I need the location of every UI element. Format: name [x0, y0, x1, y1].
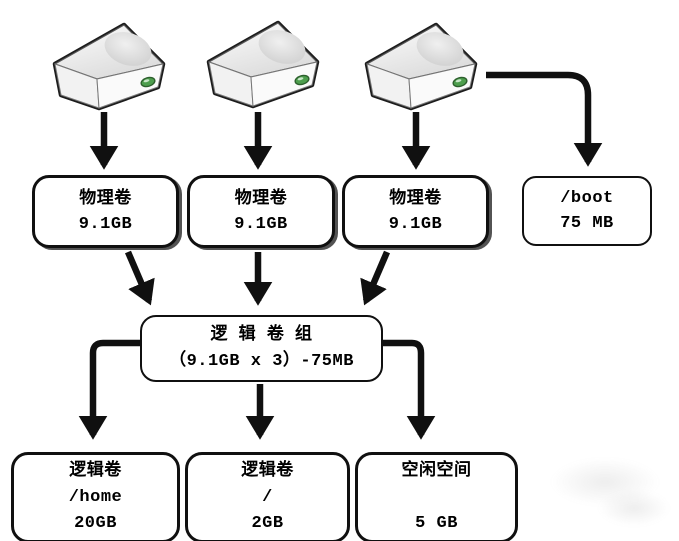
box-line: 2GB [251, 513, 284, 533]
disk-led-icon [452, 76, 468, 88]
box-line: 物理卷 [79, 189, 132, 209]
box-line: /boot [560, 189, 614, 208]
box-line: 物理卷 [389, 189, 442, 209]
disk-led-icon [140, 76, 156, 88]
arrow-pv3-to-vg [360, 250, 390, 306]
arrow-vg-to-home [78, 339, 141, 440]
box-line: 9.1GB [234, 214, 288, 234]
physical-volume-box-3: 物理卷 9.1GB [342, 175, 489, 248]
disk-led-icon [294, 74, 310, 86]
box-line: 9.1GB [388, 214, 443, 234]
box-line: 逻辑卷 [241, 461, 294, 481]
hard-disk-icon [364, 22, 478, 111]
box-line: 20GB [74, 513, 117, 533]
physical-volume-box-2: 物理卷 9.1GB [187, 175, 335, 248]
arrow-disk3-to-boot [486, 71, 603, 167]
box-line: 空闲空间 [401, 461, 472, 481]
boot-partition-box: /boot 75 MB [522, 176, 652, 246]
arrow-vg-to-free [378, 339, 436, 440]
free-space-box: 空闲空间 5 GB [355, 452, 518, 541]
box-line: 5 GB [415, 513, 458, 533]
box-line: 9.1GB [78, 214, 133, 234]
box-line: 逻 辑 卷 组 [210, 325, 313, 345]
box-line: 75 MB [560, 214, 614, 233]
watermark-artifact [598, 490, 670, 526]
watermark-artifact [550, 458, 660, 506]
box-line: 物理卷 [234, 189, 288, 209]
logical-volume-root-box: 逻辑卷 / 2GB [185, 452, 350, 541]
box-line: / [262, 487, 273, 507]
physical-volume-box-1: 物理卷 9.1GB [32, 175, 179, 248]
box-line: 逻辑卷 [69, 461, 122, 481]
arrow-pv1-to-vg [125, 250, 155, 306]
box-line: /home [68, 487, 123, 507]
volume-group-box: 逻 辑 卷 组 （9.1GB x 3）-75MB [140, 315, 383, 382]
hard-disk-icon [52, 22, 166, 111]
logical-volume-home-box: 逻辑卷/home 20GB [11, 452, 180, 541]
box-line: （9.1GB x 3）-75MB [169, 351, 354, 371]
hard-disk-icon [206, 20, 320, 109]
